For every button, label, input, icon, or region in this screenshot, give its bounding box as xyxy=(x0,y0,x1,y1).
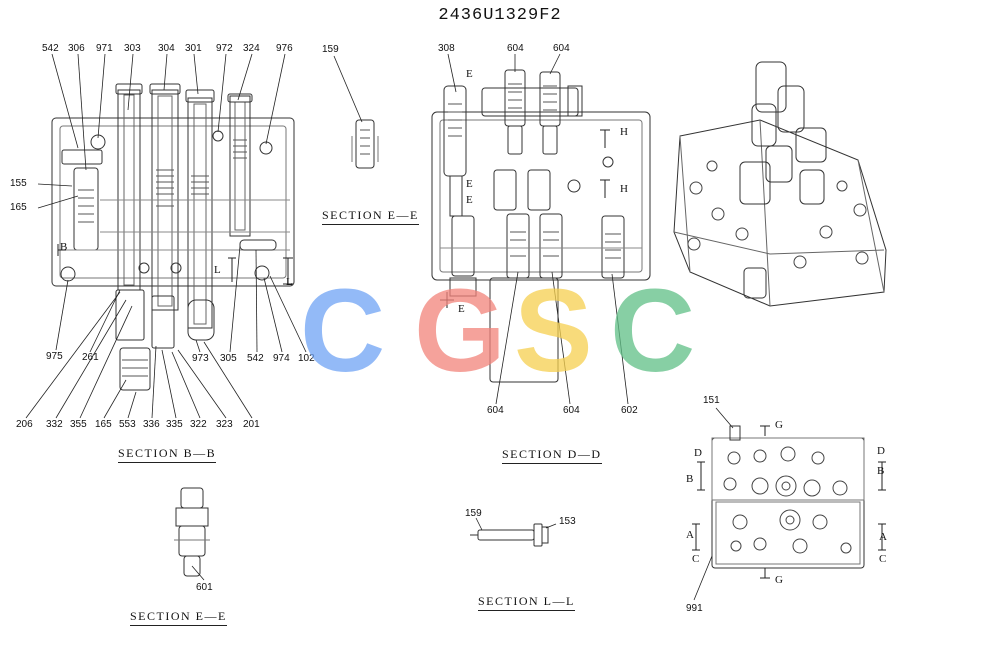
drawing-number: 2436U1329F2 xyxy=(438,6,562,25)
part-label: 151 xyxy=(703,395,720,406)
part-label: 155 xyxy=(10,178,27,189)
part-label: 206 xyxy=(16,419,33,430)
section-bb-drawing xyxy=(52,84,294,390)
cut-mark: G xyxy=(775,574,783,586)
section-ee-bottom-title: SECTION E—E xyxy=(130,609,227,626)
part-label: 542 xyxy=(247,353,264,364)
part-label: 604 xyxy=(507,43,524,54)
part-label: 102 xyxy=(298,353,315,364)
part-label: 604 xyxy=(487,405,504,416)
isometric-valve-view xyxy=(674,62,886,306)
part-label: 336 xyxy=(143,419,160,430)
cut-mark: A xyxy=(686,529,694,541)
cut-mark: E xyxy=(466,194,473,206)
part-label: 553 xyxy=(119,419,136,430)
cut-mark: D xyxy=(694,447,702,459)
section-dd-title: SECTION D—D xyxy=(502,447,602,464)
part-label: 153 xyxy=(559,516,576,527)
part-label: 972 xyxy=(216,43,233,54)
part-label: 305 xyxy=(220,353,237,364)
part-label: 323 xyxy=(216,419,233,430)
watermark-letter-c2: C xyxy=(610,265,696,397)
watermark-letter-c1: C xyxy=(300,265,386,397)
watermark-letter-s: S xyxy=(514,265,593,397)
cut-mark: A xyxy=(879,531,887,543)
cut-mark: H xyxy=(620,183,628,195)
cut-mark: B xyxy=(686,473,694,485)
cut-mark: E xyxy=(466,68,473,80)
part-label: 165 xyxy=(10,202,27,213)
section-ll-drawing xyxy=(470,518,556,546)
part-label: 201 xyxy=(243,419,260,430)
cut-mark: D xyxy=(877,445,885,457)
part-label: 604 xyxy=(563,405,580,416)
part-label: 601 xyxy=(196,582,213,593)
section-dd-drawing xyxy=(432,54,650,404)
section-bb-title: SECTION B—B xyxy=(118,446,217,463)
part-label: 355 xyxy=(70,419,87,430)
part-label: 159 xyxy=(322,44,339,55)
section-ee-top-drawing xyxy=(334,56,378,168)
watermark-letter-g: G xyxy=(414,265,506,397)
part-label: 974 xyxy=(273,353,290,364)
section-ee-top-title: SECTION E—E xyxy=(322,208,419,225)
section-ll-title: SECTION L—L xyxy=(478,594,575,611)
cut-mark: E xyxy=(458,303,465,315)
cut-mark: B xyxy=(877,465,885,477)
part-label: 304 xyxy=(158,43,175,54)
part-label: 602 xyxy=(621,405,638,416)
cut-mark: G xyxy=(775,419,783,431)
cut-mark: H xyxy=(620,126,628,138)
section-ee-bottom-drawing xyxy=(174,488,210,580)
cut-mark: C xyxy=(879,553,887,565)
part-label: 975 xyxy=(46,351,63,362)
part-label: 301 xyxy=(185,43,202,54)
part-label: 604 xyxy=(553,43,570,54)
cut-mark: L xyxy=(286,276,293,288)
part-label: 303 xyxy=(124,43,141,54)
part-label: 991 xyxy=(686,603,703,614)
part-label: 542 xyxy=(42,43,59,54)
cut-mark: E xyxy=(466,178,473,190)
part-label: 306 xyxy=(68,43,85,54)
section-bb-leaders xyxy=(26,54,306,418)
part-label: 261 xyxy=(82,352,99,363)
part-label: 165 xyxy=(95,419,112,430)
cut-mark: C xyxy=(692,553,700,565)
part-label: 308 xyxy=(438,43,455,54)
part-label: 335 xyxy=(166,419,183,430)
cut-mark: B xyxy=(60,241,68,253)
part-label: 159 xyxy=(465,508,482,519)
part-label: 971 xyxy=(96,43,113,54)
part-label: 322 xyxy=(190,419,207,430)
part-label: 332 xyxy=(46,419,63,430)
cut-mark: L xyxy=(214,264,221,276)
plan-view-drawing xyxy=(692,408,886,600)
part-label: 976 xyxy=(276,43,293,54)
part-label: 324 xyxy=(243,43,260,54)
part-label: 973 xyxy=(192,353,209,364)
